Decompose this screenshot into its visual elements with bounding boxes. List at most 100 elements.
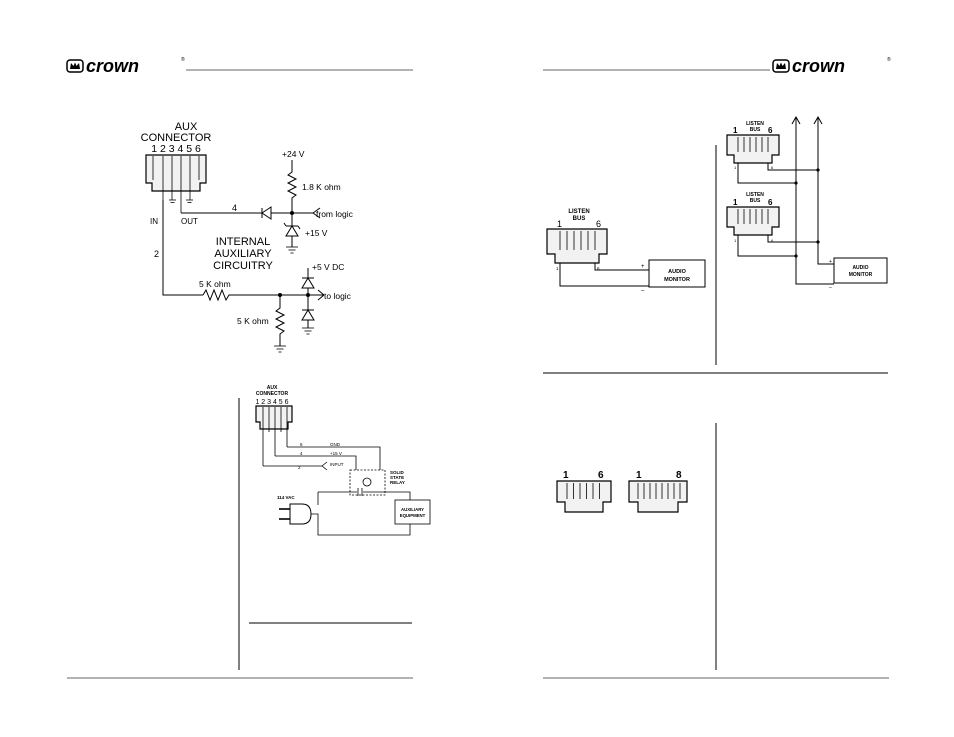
to-logic-arrow-icon: [317, 289, 325, 301]
internal-label-line3: CIRCUITRY: [213, 260, 273, 272]
relay-label-line1: SOLID: [390, 470, 405, 475]
wire-15v: [275, 455, 357, 470]
wire-number-4: 4: [300, 451, 303, 456]
pin-right-label: 6: [768, 126, 773, 135]
clamp-diode-lower-icon: [301, 295, 315, 328]
listen-bus-label-line2: BUS: [750, 127, 761, 133]
aux-connector-jack: [255, 405, 293, 430]
clamp-diode-upper-icon: [301, 268, 315, 295]
relay-label-line2: STATE: [390, 475, 404, 480]
figure-relay-hookup: AUX CONNECTOR 1 2 3 4 5 6 6 GND 4 +15 V …: [238, 385, 431, 670]
pin-right-label: 6: [596, 219, 601, 229]
wire-number-6: 6: [771, 165, 774, 170]
rj11-pin-left: 1: [563, 470, 569, 481]
audio-monitor-box: [833, 257, 888, 284]
audio-monitor-label-line2: MONITOR: [849, 272, 873, 278]
vac-label: 114 VAC: [277, 495, 295, 500]
pin-right-label: 6: [768, 198, 773, 207]
pin-left-label: 1: [557, 219, 562, 229]
wire-number-4: 4: [232, 203, 237, 213]
pin-left-label: 1: [733, 126, 738, 135]
wire-number-1: 1: [734, 165, 737, 170]
listen-bus-label-line1: LISTEN: [568, 209, 589, 215]
wire-number-2: 2: [154, 249, 159, 259]
label-out: OUT: [181, 217, 198, 226]
rj45-jack: [628, 480, 688, 513]
relay-coil-icon: [362, 477, 372, 487]
ground-icon: [286, 246, 298, 254]
from-logic-label: from logic: [316, 209, 354, 219]
resistor-5k-shunt-label: 5 K ohm: [237, 316, 269, 326]
internal-label-line1: INTERNAL: [216, 236, 270, 248]
internal-label-line2: AUXILIARY: [214, 248, 272, 260]
audio-monitor-box: [648, 259, 706, 288]
resistor-5k-series-label: 5 K ohm: [199, 279, 231, 289]
listen-bus-label-line2: BUS: [573, 216, 586, 222]
wire-input-label: INPUT: [330, 462, 344, 467]
listen-bus-jack: [546, 228, 608, 264]
figure-jack-pinouts: 1 6 1 8: [556, 470, 688, 513]
resistor-1-8k: [286, 160, 298, 213]
crown-emblem-icon: [776, 62, 786, 69]
to-logic-label: to logic: [324, 291, 352, 301]
ground-icon: [274, 345, 286, 353]
wire-pin2: [162, 200, 203, 296]
listen-bus-jack-upper: [726, 134, 780, 164]
listen-bus-label-line2: BUS: [750, 198, 761, 204]
solid-state-relay: [349, 469, 386, 496]
wire-input: [263, 461, 328, 471]
supply-5v-label: +5 V DC: [312, 262, 344, 272]
diode-icon: [261, 206, 272, 220]
audio-monitor-label-line1: AUDIO: [852, 265, 868, 271]
crown-emblem-icon: [772, 59, 790, 73]
minus-sign: –: [641, 288, 645, 294]
audio-monitor-label-line2: MONITOR: [664, 277, 690, 283]
equipment-label-line2: EQUIPMENT: [400, 513, 426, 518]
aux-connector-label-line1: AUX: [267, 385, 278, 391]
ac-plug-icon: [279, 503, 312, 525]
figure-multiple-listen-bus: LISTEN BUS 1 6 1 6 LISTEN BUS 1 6 1 6: [726, 115, 888, 291]
bus-line-positive: [817, 118, 834, 265]
equipment-label-line1: AUXILIARY: [401, 507, 424, 512]
registered-mark: ®: [887, 56, 891, 63]
zener-diode-icon: [283, 213, 301, 247]
rj11-pin-right: 6: [598, 470, 604, 481]
wire-negative: [559, 263, 649, 287]
bus-line-negative: [795, 118, 834, 285]
wire-gnd: [287, 446, 381, 470]
rj45-pin-left: 1: [636, 470, 642, 481]
wire-15v-label: +15 V: [330, 451, 342, 456]
wire-number-1: 1: [734, 238, 737, 243]
wire-number-1: 1: [556, 266, 559, 271]
relay-label-line3: RELAY: [390, 480, 405, 485]
supply-24v-label: +24 V: [282, 149, 305, 159]
crown-emblem-icon: [70, 62, 80, 69]
listen-bus-label-line1: LISTEN: [746, 121, 764, 127]
header-left: crown ®: [66, 56, 413, 76]
pin-left-label: 1: [733, 198, 738, 207]
ground-icon: [169, 199, 176, 203]
ground-icon: [302, 327, 314, 335]
from-logic-arrow-icon: [312, 207, 321, 219]
rj45-pin-right: 8: [676, 470, 682, 481]
logo-text: crown: [792, 56, 845, 76]
wire-number-2: 2: [298, 465, 301, 470]
aux-connector-pins: 1 2 3 4 5 6: [151, 143, 201, 155]
figure-single-listen-bus: LISTEN BUS 1 6 1 6 + – AUDIO MONITOR: [546, 209, 706, 294]
registered-mark: ®: [181, 56, 185, 63]
header-right: crown ®: [543, 56, 891, 76]
plus-sign: +: [641, 264, 645, 270]
resistor-1-8k-label: 1.8 K ohm: [302, 182, 341, 192]
aux-connector-label-line2: CONNECTOR: [141, 132, 212, 144]
crown-logo-left: crown ®: [66, 56, 185, 76]
audio-monitor-label-line1: AUDIO: [668, 269, 686, 275]
resistor-5k-series: [202, 288, 324, 302]
arrow-up-icon: [791, 115, 801, 125]
minus-sign: –: [829, 285, 832, 291]
aux-connector-jack: [145, 154, 207, 192]
rj11-jack: [556, 480, 612, 513]
crown-logo-right: crown ®: [772, 56, 891, 76]
resistor-5k-shunt: [274, 295, 286, 346]
ground-icon: [186, 199, 193, 203]
